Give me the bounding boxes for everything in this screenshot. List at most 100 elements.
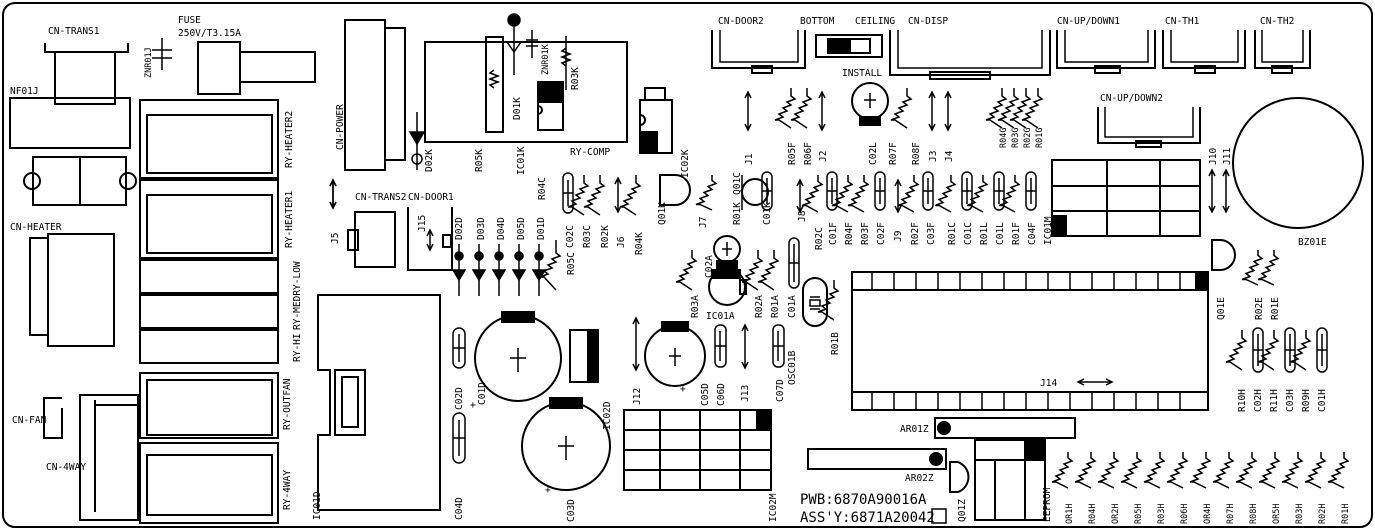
diode-pad xyxy=(494,251,504,261)
capacitor-mark xyxy=(762,178,772,204)
label-r04g: R04G xyxy=(999,128,1009,148)
label-d03d: D03D xyxy=(476,217,487,240)
label-j15: J15 xyxy=(417,215,428,232)
resistor-symbol xyxy=(1166,452,1189,489)
ar01z-pin1 xyxy=(937,421,951,435)
label-r08f: R08F xyxy=(911,142,922,165)
capacitor-mark xyxy=(1253,334,1263,366)
label-cn-fan: CN-FAN xyxy=(12,415,47,426)
label-cn-disp: CN-DISP xyxy=(908,16,948,27)
label-bottom-resistor: R08H xyxy=(1249,504,1259,524)
ic-ic01k xyxy=(537,81,564,131)
resistor-r05k xyxy=(485,36,504,133)
label-r01g: R01G xyxy=(1035,128,1045,148)
label-cn-door1: CN-DOOR1 xyxy=(408,192,454,203)
relay-ry-outfan xyxy=(139,372,279,439)
label-r04f: R04F xyxy=(844,222,855,245)
label-j7: J7 xyxy=(698,217,709,228)
label-j2: J2 xyxy=(818,151,829,162)
resistor-group-right xyxy=(1212,239,1328,373)
label-r05f: R05F xyxy=(787,142,798,165)
assy-number: ASS'Y:6871A20042 xyxy=(800,510,935,526)
label-r04c: R04C xyxy=(537,177,548,200)
label-cn-updown2: CN-UP/DOWN2 xyxy=(1100,93,1163,104)
label-ceiling: CEILING xyxy=(855,16,895,27)
label-r02g: R02G xyxy=(1023,128,1033,148)
capacitor-mark xyxy=(789,244,799,282)
label-r01a: R01A xyxy=(770,295,781,318)
resistor-symbol xyxy=(675,250,698,291)
label-j4: J4 xyxy=(944,150,955,162)
buzzer-bz01e xyxy=(1232,97,1364,229)
label-c01f: C01F xyxy=(828,222,839,245)
label-j11: J11 xyxy=(1222,148,1233,165)
label-c04d: C04D xyxy=(454,497,465,520)
label-ic01a: IC01A xyxy=(706,311,735,322)
ic-ic01m xyxy=(1051,159,1201,237)
resistor-symbol xyxy=(1212,452,1235,489)
label-c02d: C02D xyxy=(454,387,465,410)
resistor-symbol xyxy=(583,175,606,216)
oscillator-osc01b xyxy=(802,277,828,327)
resistor-symbol xyxy=(1327,452,1350,489)
label-cn-th1: CN-TH1 xyxy=(1165,16,1200,27)
resistor-symbol xyxy=(619,175,642,216)
label-c02h: C02H xyxy=(1253,389,1264,412)
label-c02c: C02C xyxy=(565,225,576,248)
varistor-znr01j xyxy=(152,38,172,70)
fuse-holder xyxy=(197,41,316,95)
resistor-symbol xyxy=(1281,452,1304,489)
label-r04k: R04K xyxy=(634,232,645,255)
label-c02a: C02A xyxy=(704,255,715,278)
label-bottom-resistor: OR4H xyxy=(1203,504,1213,524)
label-r03f: R03F xyxy=(860,222,871,245)
diode-pad xyxy=(514,251,524,261)
label-j12: J12 xyxy=(632,388,643,405)
cap-c02d xyxy=(452,327,466,369)
ic-ic02k xyxy=(639,87,673,154)
label-osc01b: OSC01B xyxy=(787,350,798,385)
relay-ry-heater2 xyxy=(139,99,279,179)
label-c02l: C02L xyxy=(868,142,879,165)
label-install: INSTALL xyxy=(842,68,882,79)
label-r02k: R02K xyxy=(600,225,611,248)
label-r07f: R07F xyxy=(888,142,899,165)
resistor-symbol xyxy=(1258,452,1281,489)
cap-c01d xyxy=(474,311,562,402)
resistor-group-c xyxy=(539,175,642,291)
resistor-symbol xyxy=(1143,452,1166,489)
connector-cn-trans2 xyxy=(347,211,396,268)
relay-ry-4way xyxy=(139,442,279,524)
label-d01k: D01K xyxy=(512,97,523,120)
label-c01d: C01D xyxy=(477,382,488,405)
capacitor-mark xyxy=(1317,334,1327,366)
resistor-symbol xyxy=(1021,88,1044,129)
label-ic02m: IC02M xyxy=(768,493,779,522)
label-r01f: R01F xyxy=(1011,222,1022,245)
label-fuse: FUSE xyxy=(178,15,201,26)
label-r03g: R03G xyxy=(1011,128,1021,148)
jumper-arrow xyxy=(1208,168,1216,214)
connector-cn-power xyxy=(344,19,406,171)
label-j13: J13 xyxy=(740,385,751,402)
label-ry-hi: RY-HI xyxy=(292,333,303,362)
label-r05k: R05K xyxy=(474,149,485,172)
label-r02f: R02F xyxy=(910,222,921,245)
label-fuse-rating: 250V/T3.15A xyxy=(178,28,241,39)
transistor-q01c xyxy=(741,178,769,206)
label-ic01k: IC01K xyxy=(516,146,527,175)
diode-pad xyxy=(534,251,544,261)
resistor-symbol xyxy=(567,175,590,216)
label-r09h: R09H xyxy=(1301,389,1312,412)
label-bottom-resistor: OR1H xyxy=(1065,504,1075,524)
connector-cn-4way xyxy=(79,394,139,521)
label-r01b: R01B xyxy=(830,332,841,355)
relay-ry-comp-outline xyxy=(424,41,628,143)
label-j14: J14 xyxy=(1040,378,1057,389)
connector-cn-heater xyxy=(29,233,115,347)
relay-ry-medry-low xyxy=(139,259,279,329)
label-bottom-resistor: R06H xyxy=(1180,504,1190,524)
resistor-symbol xyxy=(1235,452,1258,489)
capacitor-mark xyxy=(962,178,972,204)
